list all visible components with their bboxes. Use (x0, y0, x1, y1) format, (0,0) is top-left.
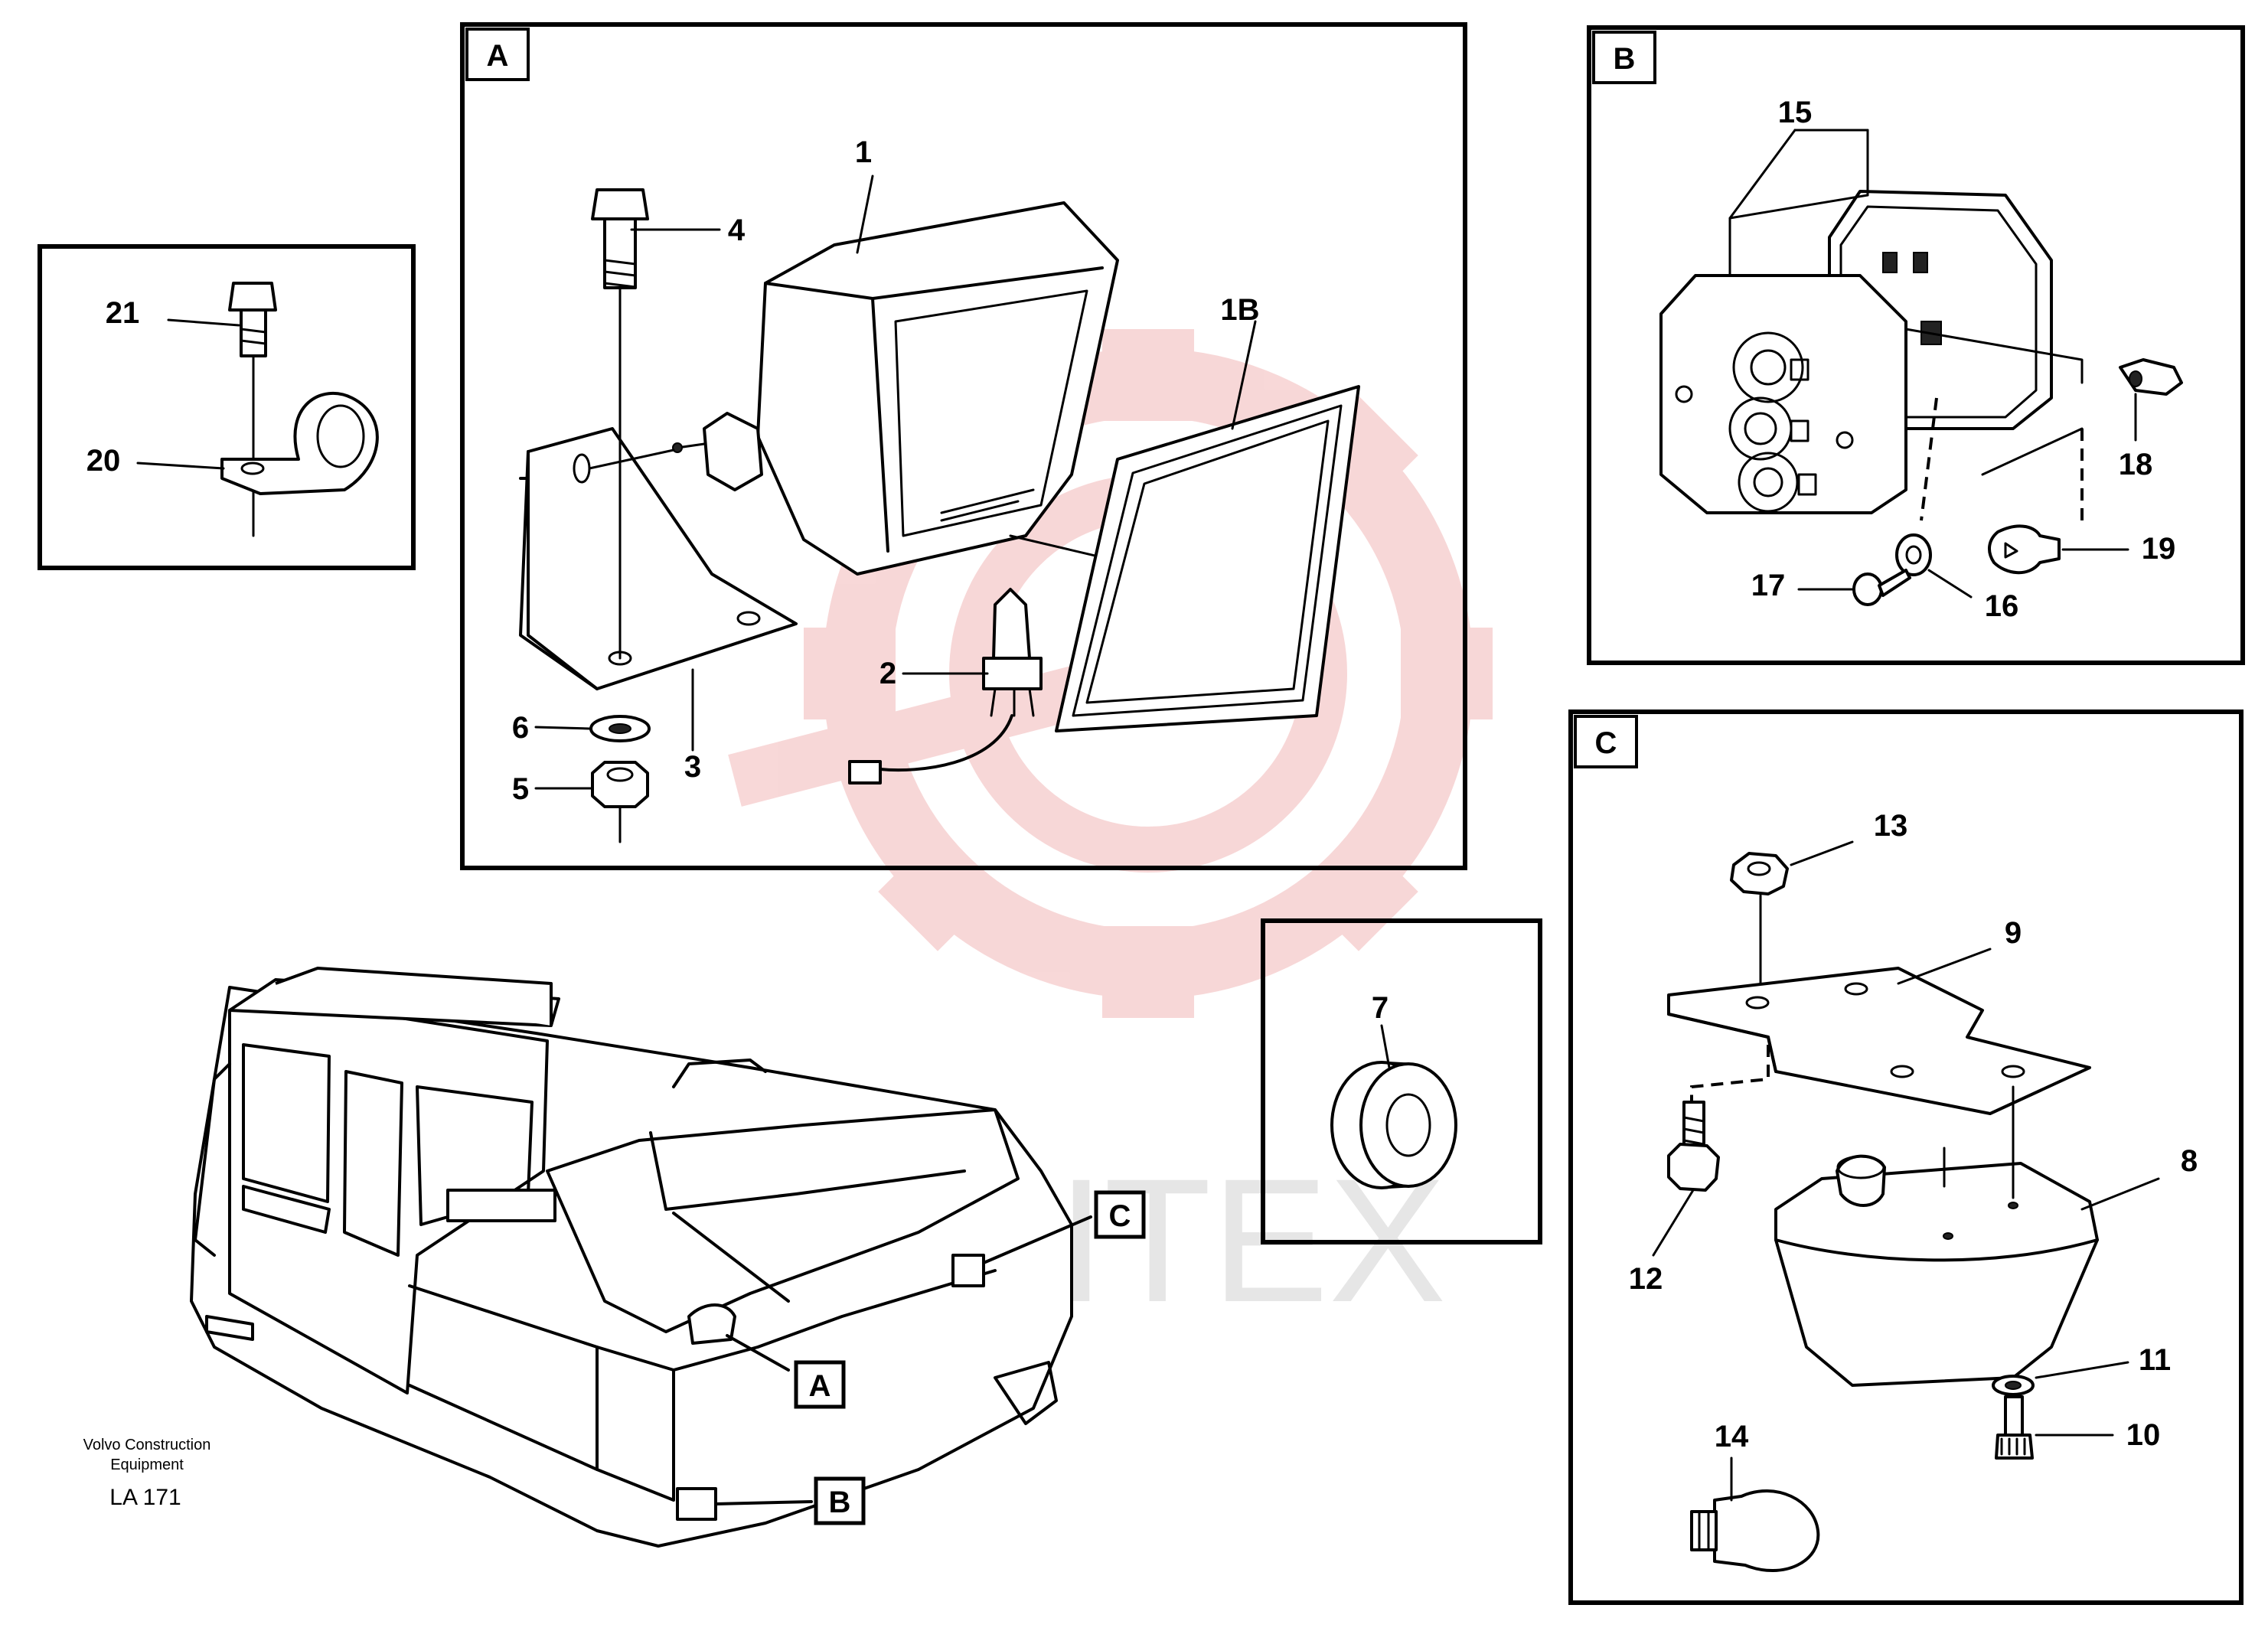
callout-b-leader (714, 1500, 813, 1505)
leader-8 (2080, 1177, 2160, 1211)
leader-7 (1380, 1024, 1391, 1069)
mount-plate (1667, 967, 2091, 1115)
bulb-18 (2119, 358, 2183, 396)
label-8: 8 (2181, 1144, 2198, 1178)
label-10: 10 (2126, 1418, 2161, 1452)
panel-clamp: 21 20 (38, 244, 416, 570)
washer-6 (589, 715, 651, 742)
callout-b-box (814, 1476, 866, 1525)
callout-c-label: C (1109, 1199, 1131, 1233)
panel-c: C 13 9 12 (1568, 709, 2244, 1605)
leader-21 (167, 318, 240, 327)
bulb-14 (1690, 1489, 1820, 1573)
label-4: 4 (728, 214, 746, 247)
work-lamp (588, 201, 1150, 576)
panel-a-frame (460, 22, 1467, 870)
panel-grommet-frame (1261, 918, 1542, 1244)
leader-11 (2035, 1361, 2129, 1379)
panel-b-tag (1592, 31, 1656, 84)
leader-15 (1728, 129, 1796, 220)
panel-a: A (460, 22, 1467, 870)
panel-b: B 15 (1587, 25, 2245, 665)
label-14: 14 (1715, 1420, 1749, 1453)
label-6: 6 (512, 711, 529, 745)
bolt-4 (591, 188, 649, 660)
callout-a-label: A (809, 1369, 831, 1403)
label-5: 5 (512, 772, 529, 806)
panel-grommet: 7 (1261, 918, 1542, 1244)
label-2: 2 (879, 657, 896, 690)
diagram-code: LA 171 (109, 1485, 181, 1510)
callout-c-box (1094, 1190, 1146, 1239)
label-12: 12 (1629, 1262, 1663, 1296)
panel-b-label: B (1614, 42, 1636, 76)
leader-16 (1927, 569, 1973, 599)
leader-19-link (1981, 427, 2084, 476)
panel-b-frame (1587, 25, 2245, 665)
leader-1 (856, 175, 874, 254)
bulb-holder (848, 588, 1043, 785)
label-16: 16 (1985, 589, 2019, 623)
lamp-body (1774, 1154, 2099, 1387)
leader-12 (1652, 1189, 1695, 1257)
label-20: 20 (86, 444, 121, 478)
label-1b: 1B (1220, 293, 1259, 327)
excavator-overview (190, 967, 1092, 1548)
leader-20 (136, 462, 225, 470)
label-15: 15 (1778, 96, 1813, 129)
panel-a-tag (465, 28, 530, 81)
callout-b-label: B (829, 1486, 851, 1519)
panel-c-tag (1574, 715, 1638, 768)
grommet-7 (1330, 1061, 1457, 1189)
label-7: 7 (1372, 991, 1389, 1025)
leader-13 (1790, 840, 1854, 866)
panel-clamp-frame (38, 244, 416, 570)
label-21: 21 (106, 296, 140, 330)
leader-9 (1897, 948, 1992, 985)
panel-a-label: A (487, 39, 509, 73)
clamp-20 (220, 391, 379, 495)
label-17: 17 (1751, 569, 1786, 602)
label-1: 1 (855, 135, 872, 169)
lens-frame (1055, 385, 1360, 732)
dash-12 (1690, 1045, 1770, 1102)
tail-lamp-lens (1659, 274, 1907, 514)
callout-a-box (794, 1360, 846, 1409)
label-19: 19 (2142, 532, 2176, 566)
bulb-19 (1988, 524, 2061, 575)
nut-13 (1730, 852, 1789, 895)
leader-1b (1231, 320, 1257, 430)
leader-6 (534, 726, 591, 730)
label-13: 13 (1874, 809, 1908, 843)
dash-16 (1920, 397, 1938, 521)
callout-c-leader (982, 1215, 1092, 1264)
label-9: 9 (2005, 916, 2022, 950)
panel-c-label: C (1595, 726, 1617, 760)
washer-16 (1895, 533, 1932, 576)
caption-line1: Volvo Construction (83, 1437, 211, 1453)
bolt-10 (1995, 1395, 2034, 1460)
bolt-12 (1667, 1101, 1720, 1192)
bolt-21 (228, 282, 277, 537)
leader-18-path (1904, 328, 2084, 384)
screw-17 (1852, 569, 1911, 606)
label-11: 11 (2139, 1343, 2171, 1377)
washer-11 (1992, 1375, 2035, 1396)
panel-c-frame (1568, 709, 2244, 1605)
caption-line2: Equipment (110, 1456, 184, 1473)
nut-5 (591, 761, 649, 843)
callout-a-leader (726, 1334, 790, 1372)
label-18: 18 (2119, 448, 2153, 481)
label-3: 3 (684, 750, 701, 784)
